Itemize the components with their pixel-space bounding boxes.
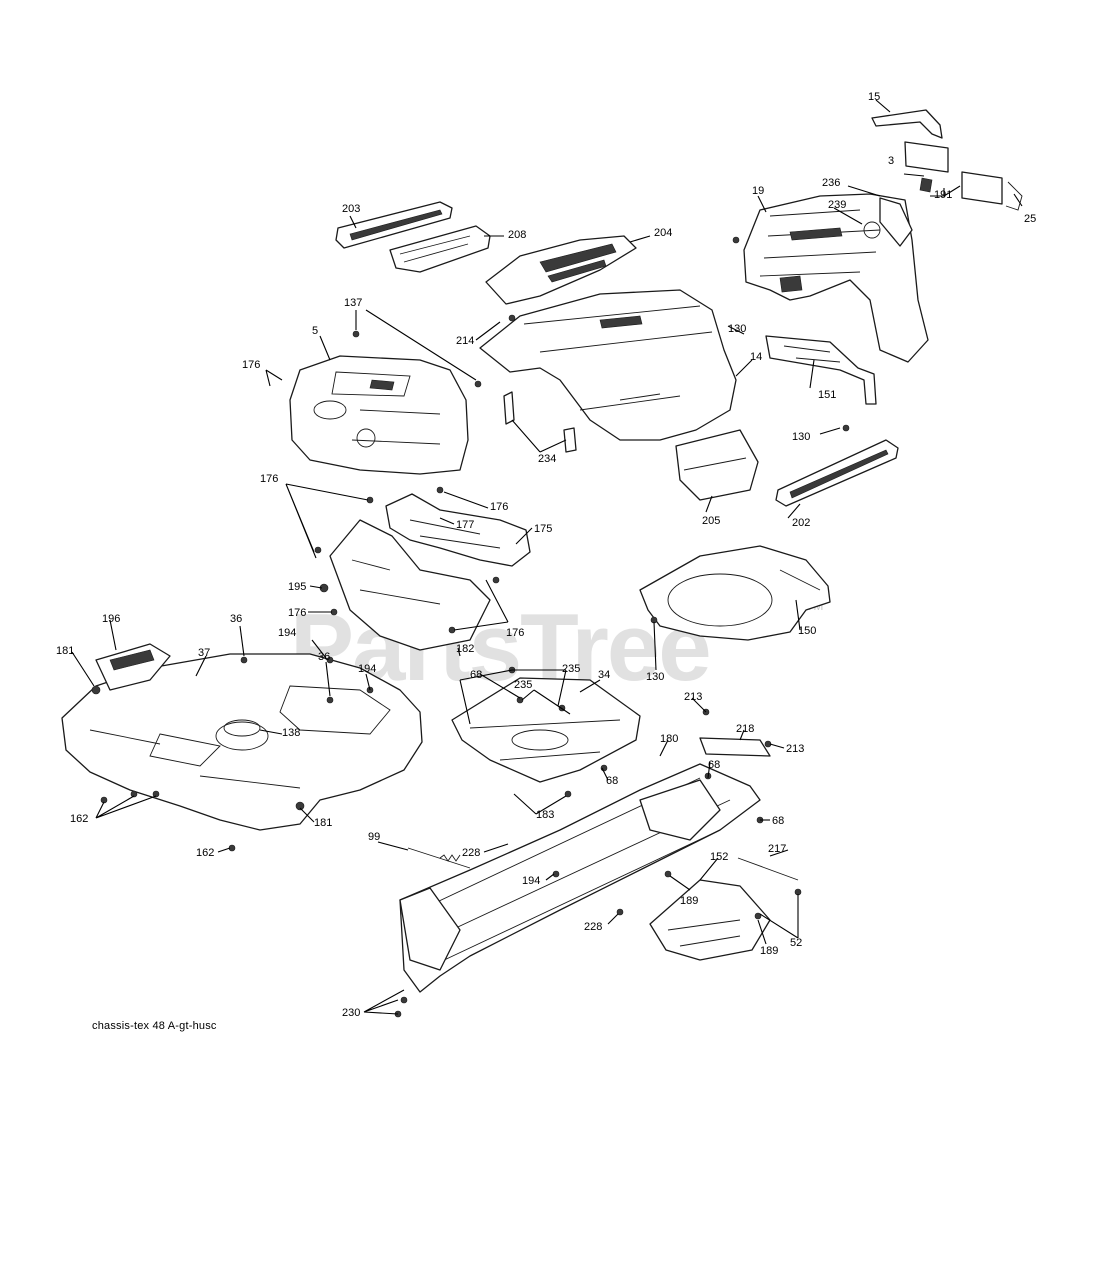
callout-195: 195 (288, 581, 306, 593)
callout-175: 175 (534, 523, 552, 535)
callout-230: 230 (342, 1007, 360, 1019)
part-218-bracket (699, 737, 771, 757)
part-208-panel (389, 225, 491, 273)
callout-138: 138 (282, 727, 300, 739)
diagram-caption: chassis-tex 48 A-gt-husc (92, 1020, 217, 1032)
callout-236: 236 (822, 177, 840, 189)
fasteners (91, 236, 850, 1018)
callout-37: 37 (198, 647, 210, 659)
callout-228-b: 228 (584, 921, 602, 933)
callout-176-c: 176 (490, 501, 508, 513)
callout-34: 34 (598, 669, 610, 681)
callout-labels: 15 3 191 25 19 236 239 203 208 204 137 5… (56, 91, 1036, 1019)
callout-176-b: 176 (260, 473, 278, 485)
callout-239: 239 (828, 199, 846, 211)
part-14-hood (479, 289, 737, 441)
part-151-bracket (765, 335, 877, 405)
callout-15: 15 (868, 91, 880, 103)
part-204-hood-top (485, 235, 637, 305)
callout-130-a: 130 (728, 323, 746, 335)
part-203-side-grille (335, 201, 453, 249)
callout-181-b: 181 (314, 817, 332, 829)
callout-228-a: 228 (462, 847, 480, 859)
callout-235-b: 235 (514, 679, 532, 691)
part-202-side-grille (775, 439, 899, 507)
callout-205: 205 (702, 515, 720, 527)
callout-234: 234 (538, 453, 556, 465)
callout-150: 150 (798, 625, 816, 637)
part-196-decal (95, 643, 171, 691)
callout-162-b: 162 (196, 847, 214, 859)
part-217-rod (737, 857, 799, 881)
callout-5: 5 (312, 325, 318, 337)
callout-191: 191 (934, 189, 952, 201)
callout-182: 182 (456, 643, 474, 655)
callout-162-a: 162 (70, 813, 88, 825)
callout-68-c: 68 (708, 759, 720, 771)
part-25-clip (1005, 181, 1023, 211)
part-191-headlight-lens (904, 141, 1003, 205)
callout-130-c: 130 (646, 671, 664, 683)
part-5-dashboard (289, 355, 469, 475)
callout-152: 152 (710, 851, 728, 863)
leader-lines (71, 99, 1023, 1015)
callout-25: 25 (1024, 213, 1036, 225)
callout-68-d: 68 (772, 815, 784, 827)
callout-235-a: 235 (562, 663, 580, 675)
part-19-hood-front (743, 193, 929, 363)
callout-176-d: 176 (288, 607, 306, 619)
callout-3: 3 (888, 155, 894, 167)
callout-183: 183 (536, 809, 554, 821)
callout-217: 217 (768, 843, 786, 855)
callout-99: 99 (368, 831, 380, 843)
callout-189-a: 189 (680, 895, 698, 907)
callout-181-a: 181 (56, 645, 74, 657)
part-182-lower-dash (329, 519, 491, 651)
callout-203: 203 (342, 203, 360, 215)
callout-213-a: 213 (684, 691, 702, 703)
part-175-support (385, 493, 531, 567)
callout-177: 177 (456, 519, 474, 531)
callout-176-e: 176 (506, 627, 524, 639)
callout-14: 14 (750, 351, 762, 363)
callout-213-b: 213 (786, 743, 804, 755)
callout-194-c: 194 (522, 875, 540, 887)
part-180-frame (399, 763, 761, 993)
callout-202: 202 (792, 517, 810, 529)
callout-176-a: 176 (242, 359, 260, 371)
callout-130-b: 130 (792, 431, 810, 443)
callout-19: 19 (752, 185, 764, 197)
callout-214: 214 (456, 335, 474, 347)
callout-196: 196 (102, 613, 120, 625)
part-234-strip (503, 391, 577, 453)
part-99-spring (407, 847, 471, 869)
part-205-panel (675, 429, 759, 501)
callout-194-b: 194 (358, 663, 376, 675)
callout-180: 180 (660, 733, 678, 745)
callout-204: 204 (654, 227, 672, 239)
callout-218: 218 (736, 723, 754, 735)
callout-208: 208 (508, 229, 526, 241)
part-150-fender (639, 545, 831, 641)
callout-36-b: 36 (318, 651, 330, 663)
callout-151: 151 (818, 389, 836, 401)
part-15-bracket (871, 109, 943, 139)
callout-137: 137 (344, 297, 362, 309)
callout-36-a: 36 (230, 613, 242, 625)
part-34-frame-plate (451, 677, 641, 783)
part-152-tray (649, 879, 771, 961)
callout-68-b: 68 (606, 775, 618, 787)
callout-68-a: 68 (470, 669, 482, 681)
callout-194-a: 194 (278, 627, 296, 639)
callout-189-b: 189 (760, 945, 778, 957)
callout-52: 52 (790, 937, 802, 949)
